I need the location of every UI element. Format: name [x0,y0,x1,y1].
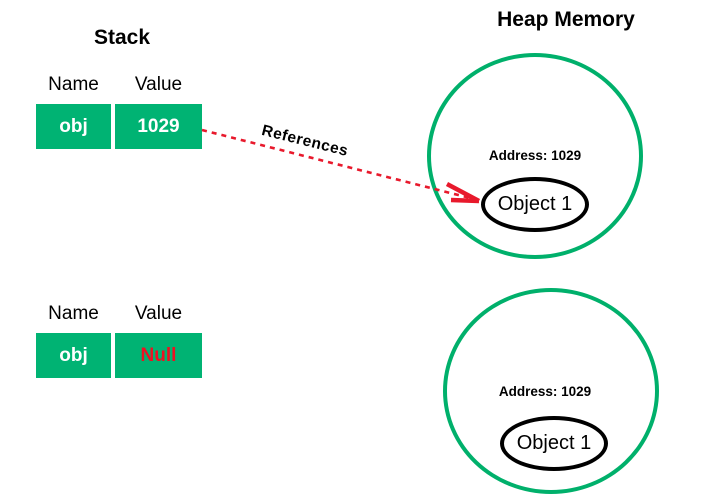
stack-section-title: Stack [93,26,151,49]
stack-frame-1: Name Value obj 1029 [36,74,202,149]
stack-frame-1-cell-value: 1029 [115,104,202,149]
stack-frame-2-cell-value: Null [115,333,202,378]
stack-frame-2-header-value: Value [134,303,183,324]
heap-section-title: Heap Memory [497,8,635,31]
stack-frame-1-row: obj 1029 [36,104,202,149]
heap-region-1-object-ellipse: Object 1 [481,177,589,232]
stack-frame-2-row: obj Null [36,333,202,378]
stack-frame-2-header-name: Name [48,303,99,324]
stack-frame-1-cell-name: obj [36,104,111,149]
stack-frame-1-header-name: Name [48,74,99,95]
stack-frame-2: Name Value obj Null [36,303,202,378]
stack-frame-2-cell-name: obj [36,333,111,378]
heap-region-2-object-ellipse: Object 1 [500,416,608,471]
heap-region-2-circle [443,288,659,494]
stack-frame-1-column-headers: Name Value [36,74,202,104]
reference-label: References [259,122,350,160]
stack-frame-1-header-value: Value [134,74,183,95]
stack-frame-2-column-headers: Name Value [36,303,202,333]
heap-region-2-address-label: Address: 1029 [498,384,592,399]
heap-region-1-address-label: Address: 1029 [488,148,582,163]
